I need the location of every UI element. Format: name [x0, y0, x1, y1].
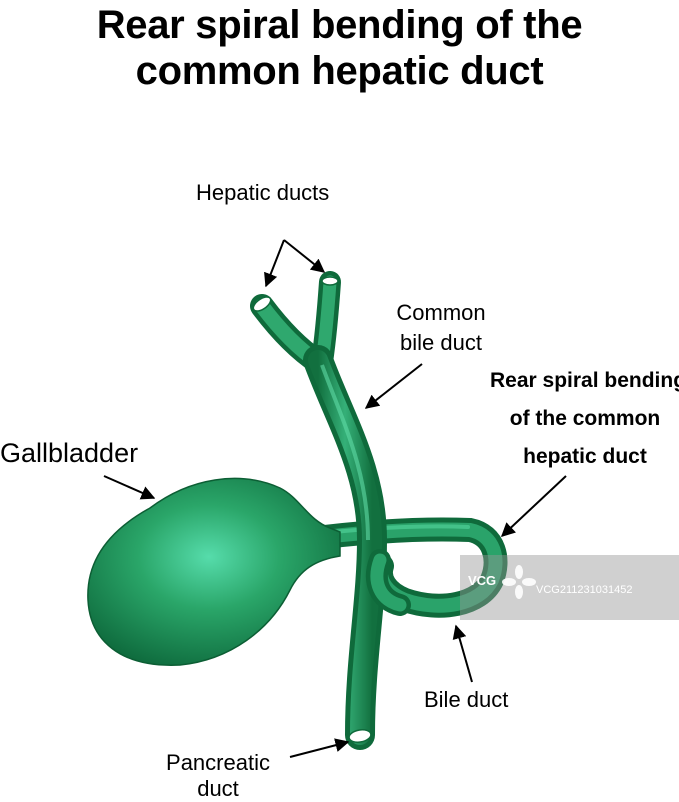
arrow-hepatic-left	[264, 239, 285, 288]
label-rear-spiral-bending: Rear spiral bending of the common hepati…	[490, 362, 679, 476]
label-common-bile-duct-line1: Common	[396, 300, 486, 325]
label-pancreatic-duct: Pancreatic duct	[156, 750, 280, 802]
arrow-bile-duct	[452, 624, 473, 683]
page-title: Rear spiral bending of the common hepati…	[0, 2, 679, 94]
label-common-bile-duct: Common bile duct	[386, 298, 496, 358]
arrow-common-bile-duct	[364, 363, 423, 409]
title-line-1: Rear spiral bending of the	[96, 3, 583, 47]
label-pancreatic-line2: duct	[197, 776, 239, 801]
pointer-arrows	[103, 239, 567, 758]
arrow-pancreatic-duct	[289, 738, 350, 758]
title-line-2: common hepatic duct	[135, 49, 544, 93]
watermark-id: VCG211231031452	[536, 584, 633, 596]
label-pancreatic-line1: Pancreatic	[166, 750, 270, 775]
common-hepatic-duct	[250, 271, 388, 750]
label-rear-spiral-line1: Rear spiral bending	[490, 369, 679, 392]
label-rear-spiral-line3: hepatic duct	[523, 445, 647, 468]
label-gallbladder: Gallbladder	[0, 438, 139, 468]
arrow-hepatic-right	[283, 239, 326, 273]
arrow-rear-spiral	[500, 475, 567, 537]
label-rear-spiral-line2: of the common	[509, 407, 661, 430]
label-common-bile-duct-line2: bile duct	[400, 330, 482, 355]
watermark: VCG VCG211231031452	[460, 555, 679, 620]
gallbladder	[87, 477, 341, 666]
watermark-brand: VCG	[468, 573, 497, 588]
label-hepatic-ducts: Hepatic ducts	[196, 180, 330, 205]
label-bile-duct: Bile duct	[424, 687, 509, 712]
arrow-gallbladder	[103, 475, 156, 500]
watermark-logo: VCG	[468, 565, 538, 609]
bile-duct-loop-front	[365, 549, 411, 616]
watermark-flower-icon	[502, 565, 536, 599]
